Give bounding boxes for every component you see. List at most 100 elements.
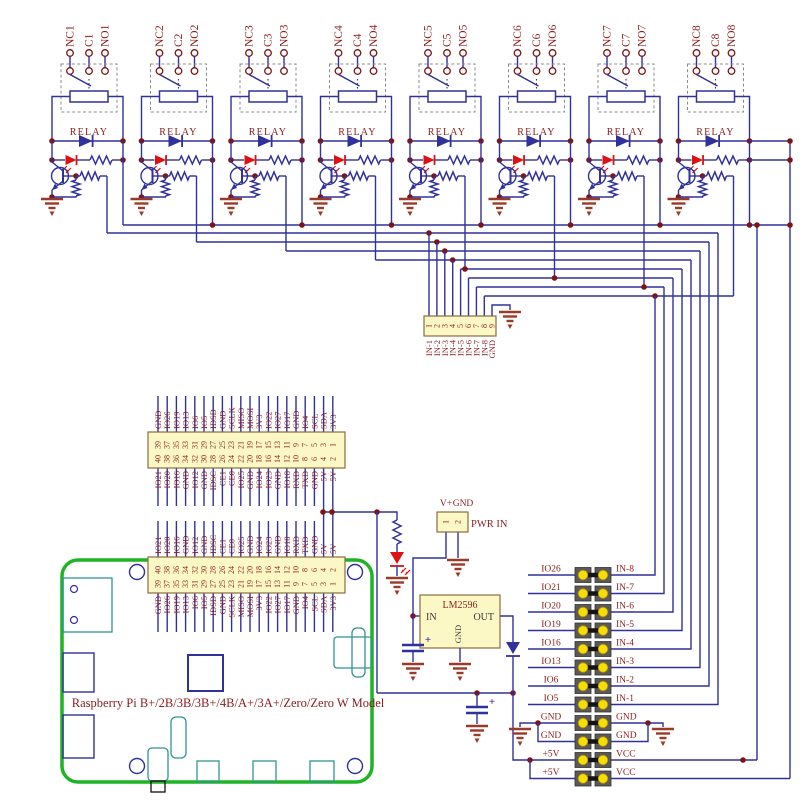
ground-icon <box>309 197 332 216</box>
pin-number: 19 <box>246 580 255 588</box>
gpio-pin-label: IO16 <box>171 537 181 554</box>
relay-terminal-label: NC3 <box>244 25 256 47</box>
relay-terminal-label: NO6 <box>547 24 559 47</box>
pin-number: 2 <box>454 520 463 524</box>
relay-terminal-label: C1 <box>84 33 96 47</box>
jumper-pin[interactable] <box>577 569 589 581</box>
input-connector-body <box>423 315 497 337</box>
gpio-pin-label: GND <box>181 471 191 489</box>
terminal-pin <box>622 49 630 57</box>
junction-dot <box>787 157 793 163</box>
terminal-pin <box>85 67 93 75</box>
hdmi-port <box>196 760 220 783</box>
jumper-pin[interactable] <box>597 699 609 710</box>
jumper-pin[interactable] <box>577 680 589 692</box>
jumper-pin[interactable] <box>597 717 609 729</box>
jumper-pin[interactable] <box>597 569 609 581</box>
pin-number: 1 <box>328 582 337 586</box>
pin-number: 12 <box>282 455 291 463</box>
pin-number: 17 <box>255 441 264 449</box>
diode-icon <box>526 135 541 147</box>
relay-label: RELAY <box>607 127 645 138</box>
jumper-pin[interactable] <box>597 662 609 673</box>
terminal-pin <box>727 67 736 75</box>
jumper-pin[interactable] <box>577 773 589 784</box>
relay-coil <box>158 90 199 103</box>
gpio-pin-label: IO17 <box>282 596 292 613</box>
relay-terminal-label: NO2 <box>189 24 201 47</box>
jumper-pin[interactable] <box>597 773 609 784</box>
jumper-pin[interactable] <box>577 662 589 673</box>
jumper-pin[interactable] <box>577 699 589 710</box>
jumper-pin[interactable] <box>597 643 609 655</box>
led-icon <box>513 155 525 165</box>
pin-number: 16 <box>264 566 273 574</box>
terminal-pin <box>603 49 611 57</box>
junction-dot <box>209 222 216 228</box>
gpio-pin-label: IO16 <box>171 471 181 488</box>
jumper-pin[interactable] <box>597 736 609 747</box>
jumper-pin[interactable] <box>577 588 589 599</box>
ground-icon <box>220 197 242 216</box>
jumper-pin[interactable] <box>577 754 589 766</box>
jumper-right-label: IN-2 <box>616 676 634 686</box>
terminal-pin <box>85 49 93 57</box>
jumper-pin[interactable] <box>597 588 609 599</box>
relay-label: RELAY <box>338 127 376 138</box>
gpio-pin-label: IDSC <box>208 471 218 491</box>
pin-number: 28 <box>209 455 218 463</box>
gpio-pin-label: IO25 <box>236 471 246 488</box>
jumper-pin[interactable] <box>597 606 609 618</box>
gpio-pin-label: RXD <box>291 471 301 489</box>
jumper-pin[interactable] <box>597 754 609 766</box>
jumper-left-label: IO13 <box>541 657 561 667</box>
jumper-pin[interactable] <box>577 736 589 747</box>
gpio-pin-label: IDSC <box>208 534 218 554</box>
pin-number: 39 <box>154 580 163 588</box>
pin-number: 21 <box>236 580 245 588</box>
pin-number: 23 <box>227 580 236 588</box>
jumper-pin[interactable] <box>577 717 589 729</box>
relay-terminal-label: NC1 <box>65 25 77 47</box>
pin-number: 32 <box>190 455 199 463</box>
terminal-pin <box>532 49 541 57</box>
gpio-pin-label: SCL <box>309 596 319 612</box>
jumper-pin[interactable] <box>597 680 609 692</box>
pin-number: 11 <box>282 580 291 588</box>
relay-coil <box>337 90 378 103</box>
jumper-left-label: IO5 <box>544 694 559 704</box>
jumper-pin[interactable] <box>577 606 589 618</box>
terminal-pin <box>369 67 378 75</box>
gpio-pin-label: GND <box>309 471 319 489</box>
jumper-left-label: IO6 <box>544 676 559 686</box>
gpio-pin-label: GND <box>273 471 283 489</box>
gpio-pin-label: IO4 <box>300 595 310 609</box>
jumper-pin[interactable] <box>597 625 609 636</box>
mounting-hole <box>346 563 364 581</box>
relay-terminal-label: NC4 <box>333 25 345 47</box>
pin-number: 29 <box>200 441 209 449</box>
gpio-pin-label: GND <box>153 411 163 429</box>
gpio-pin-label: IO27 <box>273 596 283 613</box>
relay-terminal-label: C5 <box>442 33 454 47</box>
terminal-pin <box>190 67 199 75</box>
breakout-header-body <box>147 431 346 469</box>
relay-outline <box>508 63 565 113</box>
pin-number: 6 <box>464 324 473 328</box>
jumper-right-label: IN-4 <box>616 639 634 649</box>
pin-number: 31 <box>190 441 199 449</box>
mounting-hole <box>128 563 146 581</box>
led-icon <box>602 155 615 165</box>
pin-number: 25 <box>218 580 227 588</box>
terminal-pin <box>280 49 288 57</box>
pin-number: 7 <box>301 582 310 586</box>
jumper-left-label: IO26 <box>541 565 561 575</box>
gpio-pin-label: 3V3 <box>328 596 338 611</box>
junction-dot <box>740 757 746 763</box>
jumper-pin[interactable] <box>577 625 589 636</box>
gpio-pin-label: GND <box>245 471 255 489</box>
jumper-pin[interactable] <box>577 643 589 655</box>
